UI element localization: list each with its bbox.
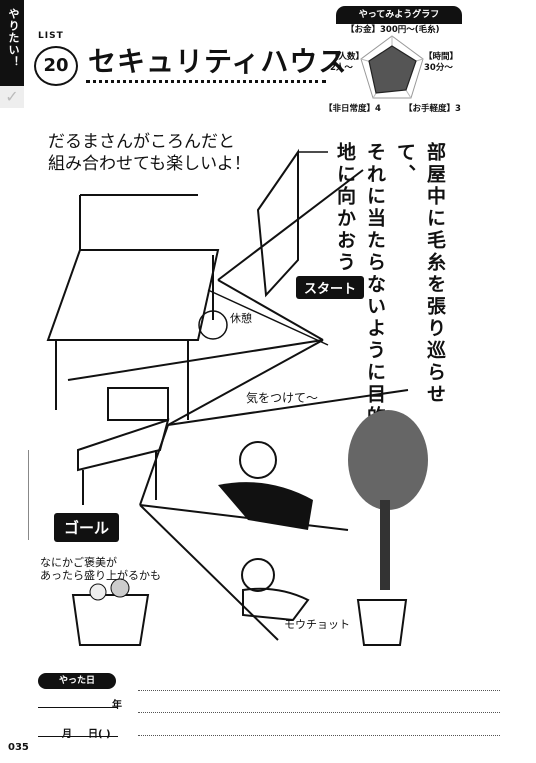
notes-line-3 xyxy=(138,735,500,736)
note-mouchotto: モウチョット xyxy=(284,618,350,631)
list-label: LIST xyxy=(38,31,64,41)
date-line xyxy=(38,736,118,737)
note-rest: 休憩 xyxy=(230,312,252,325)
page-number: 035 xyxy=(8,742,29,753)
list-number: 20 xyxy=(34,46,78,86)
main-text: 部屋中に毛糸を張り巡らせて、それに当たらないように目的地に向かおう xyxy=(334,142,446,428)
note-careful: 気をつけて〜 xyxy=(246,391,319,405)
note-snack: なにかご褒美があったら盛り上がるかも xyxy=(40,556,161,582)
title-underline xyxy=(86,80,326,83)
side-tab-label: やりたい！ xyxy=(7,8,20,68)
notes-line-1 xyxy=(138,690,500,691)
radar-time: 【時間】30分〜 xyxy=(424,52,459,73)
start-label: スタート xyxy=(296,276,365,299)
memo-top: だるまさんがころんだと組み合わせても楽しいよ！ xyxy=(48,132,251,174)
check-icon: ✓ xyxy=(0,86,24,108)
radar-people: 【人数】2人〜 xyxy=(330,52,365,73)
radar-chart xyxy=(360,35,424,99)
year-label: 年 xyxy=(112,700,122,711)
radar-ease: 【お手軽度】3 xyxy=(404,104,461,114)
room-illustration xyxy=(28,148,428,646)
day-label: 日( ) xyxy=(88,729,111,740)
radar-money: 【お金】300円〜(毛糸) xyxy=(346,25,440,35)
done-date-label: やった日 xyxy=(38,673,116,689)
page-title: セキュリティハウス xyxy=(88,45,348,78)
radar-header: やってみようグラフ xyxy=(336,6,462,24)
year-line xyxy=(38,707,118,708)
goal-label: ゴール xyxy=(54,513,120,542)
notes-line-2 xyxy=(138,712,500,713)
month-label: 月 xyxy=(62,729,72,740)
radar-unusual: 【非日常度】4 xyxy=(324,104,381,114)
